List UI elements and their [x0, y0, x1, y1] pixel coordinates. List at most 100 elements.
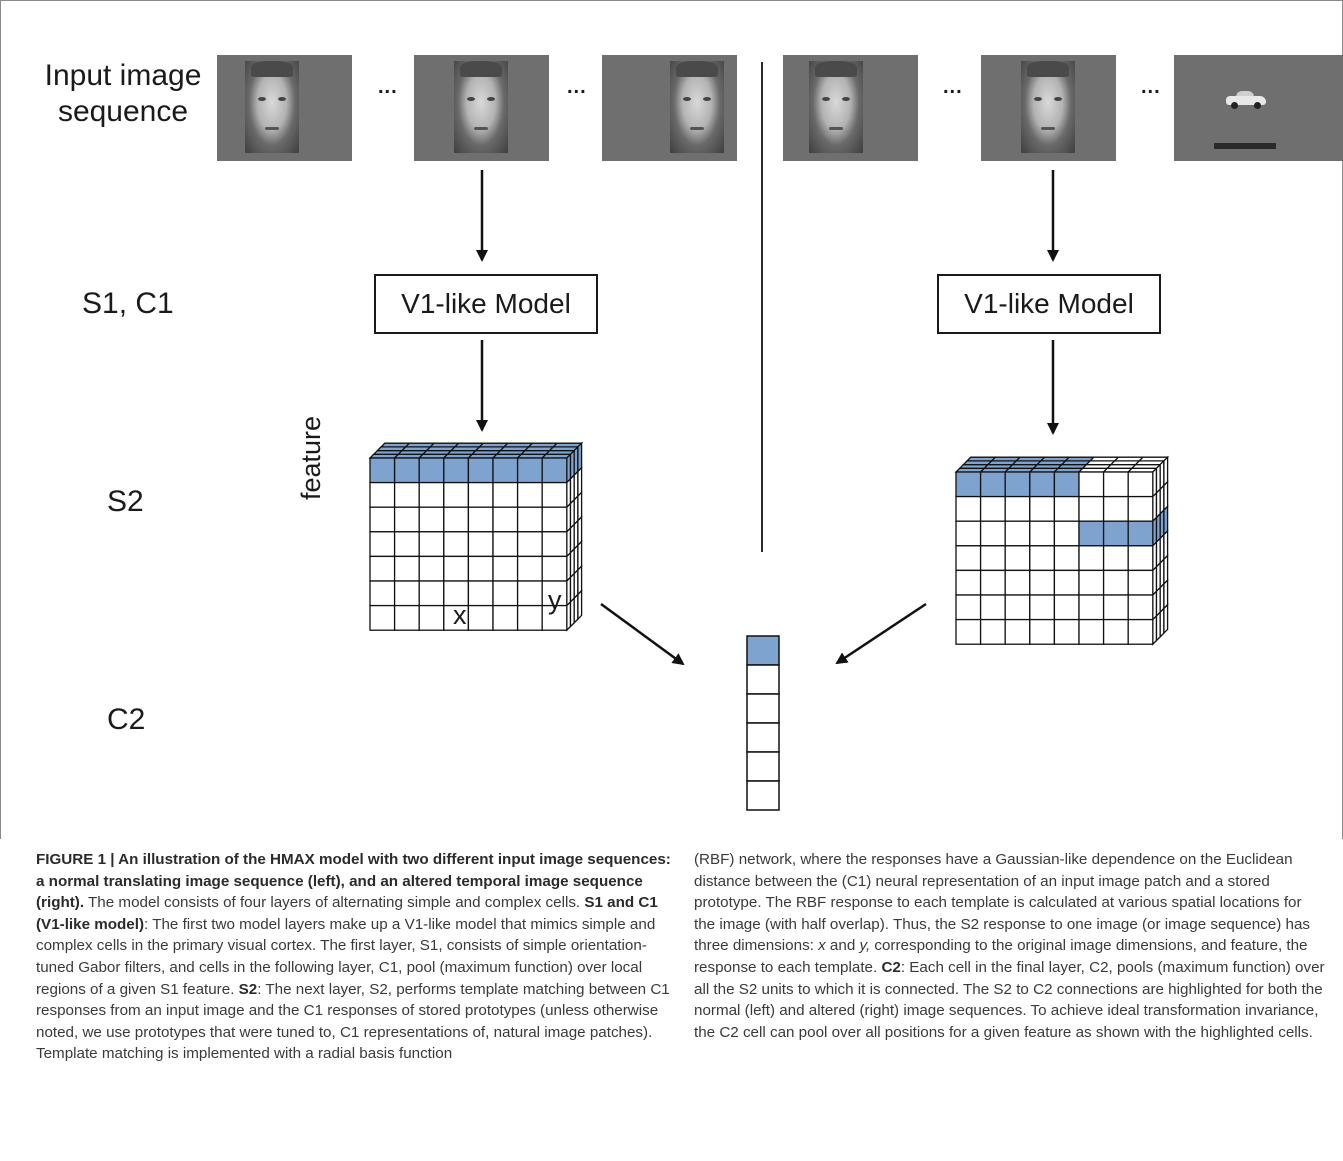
v1-model-box-left: V1-like Model — [374, 274, 598, 334]
cube-cell — [979, 495, 1006, 522]
cube-cell — [418, 555, 445, 582]
caption-text: corresponding to the original image dime… — [694, 937, 1308, 976]
layer-label-c2: C2 — [107, 703, 146, 736]
cube-cell — [1137, 456, 1170, 462]
cube-cell — [1163, 504, 1169, 537]
cube-cell — [1102, 545, 1129, 572]
hmax-diagram-svg — [368, 170, 1170, 811]
cube-cell — [955, 520, 982, 547]
cube-cell — [1053, 545, 1080, 572]
cube-cell — [955, 495, 982, 522]
cube-cell — [516, 506, 543, 533]
cube-cell — [1088, 456, 1120, 462]
cube-cell — [979, 545, 1006, 572]
cube-cell — [516, 580, 543, 607]
cube-cell — [955, 618, 982, 645]
cube-cell — [1078, 569, 1105, 596]
caption-text: and — [825, 937, 860, 955]
cube-cell — [492, 580, 519, 607]
ellipsis: ... — [943, 76, 963, 98]
ellipsis: ... — [1141, 76, 1161, 98]
cube-cell — [1078, 471, 1105, 498]
cube-cell — [979, 569, 1006, 596]
cube-cell — [393, 555, 420, 582]
axis-label-y: y — [548, 585, 562, 615]
cube-cell — [1029, 594, 1056, 621]
cube-cell — [1004, 471, 1031, 498]
cube-cell — [1029, 471, 1056, 498]
cube-cell — [1163, 603, 1169, 635]
cube-cell — [1127, 495, 1154, 522]
face-image-thumbnail — [981, 55, 1116, 161]
cube-cell — [527, 442, 559, 448]
cube-cell — [551, 442, 584, 448]
caption-text: : The first two model layers make up a V… — [36, 915, 656, 998]
cube-cell — [1127, 618, 1154, 645]
cube-cell — [1029, 520, 1056, 547]
caption-italic: y, — [859, 937, 871, 955]
cube-cell — [1004, 520, 1031, 547]
cube-cell — [492, 481, 519, 508]
cube-cell — [1113, 456, 1145, 462]
cube-cell — [1163, 529, 1169, 561]
cube-cell — [541, 531, 568, 558]
cube-cell — [492, 506, 519, 533]
caption-italic: x — [818, 937, 826, 955]
cube-cell — [541, 506, 568, 533]
cube-cell — [467, 506, 494, 533]
cube-cell — [369, 555, 396, 582]
cube-cell — [453, 442, 485, 448]
cube-cell — [516, 481, 543, 508]
cube-cell — [492, 555, 519, 582]
c2-column — [746, 635, 780, 811]
c2-cell — [746, 664, 780, 695]
c2-cell — [746, 635, 780, 666]
cube-cell — [577, 515, 583, 547]
cube-cell — [1078, 495, 1105, 522]
caption-text: The model consists of four layers of alt… — [84, 894, 585, 912]
cube-cell — [979, 618, 1006, 645]
cube-cell — [979, 594, 1006, 621]
cube-cell — [369, 604, 396, 631]
cube-cell — [577, 564, 583, 597]
cube-cell — [492, 531, 519, 558]
cube-cell — [965, 456, 997, 462]
cube-cell — [979, 471, 1006, 498]
caption-right: (RBF) network, where the responses have … — [694, 849, 1326, 1043]
cube-cell — [369, 481, 396, 508]
cube-cell — [1053, 495, 1080, 522]
cube-cell — [467, 531, 494, 558]
cube-cell — [393, 481, 420, 508]
cube-cell — [502, 442, 534, 448]
face-image-thumbnail — [783, 55, 918, 161]
v1-model-box-right: V1-like Model — [937, 274, 1161, 334]
cube-cell — [1102, 594, 1129, 621]
caption-title: FIGURE 1 | An illustration of the HMAX m… — [36, 851, 671, 912]
cube-cell — [955, 471, 982, 498]
cube-cell — [1029, 569, 1056, 596]
cube-cell — [369, 531, 396, 558]
cube-cell — [541, 457, 568, 484]
cube-cell — [467, 481, 494, 508]
cube-cell — [1053, 569, 1080, 596]
s2-cube-right — [954, 455, 1170, 646]
cube-cell — [577, 466, 583, 498]
cube-cell — [393, 604, 420, 631]
c2-cell — [746, 751, 780, 782]
sequence-divider — [761, 62, 763, 552]
cube-cell — [1078, 520, 1105, 547]
cube-cell — [1163, 554, 1169, 586]
cube-cell — [467, 604, 494, 631]
cube-cell — [1127, 594, 1154, 621]
cube-cell — [467, 555, 494, 582]
cube-cell — [1102, 618, 1129, 645]
cube-cell — [979, 520, 1006, 547]
cube-cell — [369, 506, 396, 533]
caption-text: : Each cell in the final layer, C2, pool… — [694, 958, 1325, 1041]
car-image-thumbnail — [1174, 55, 1343, 161]
cube-cell — [1029, 545, 1056, 572]
cube-cell — [1163, 578, 1169, 611]
cube-cell — [541, 604, 568, 631]
s2-cube-left — [368, 441, 584, 632]
cube-cell — [577, 490, 583, 523]
